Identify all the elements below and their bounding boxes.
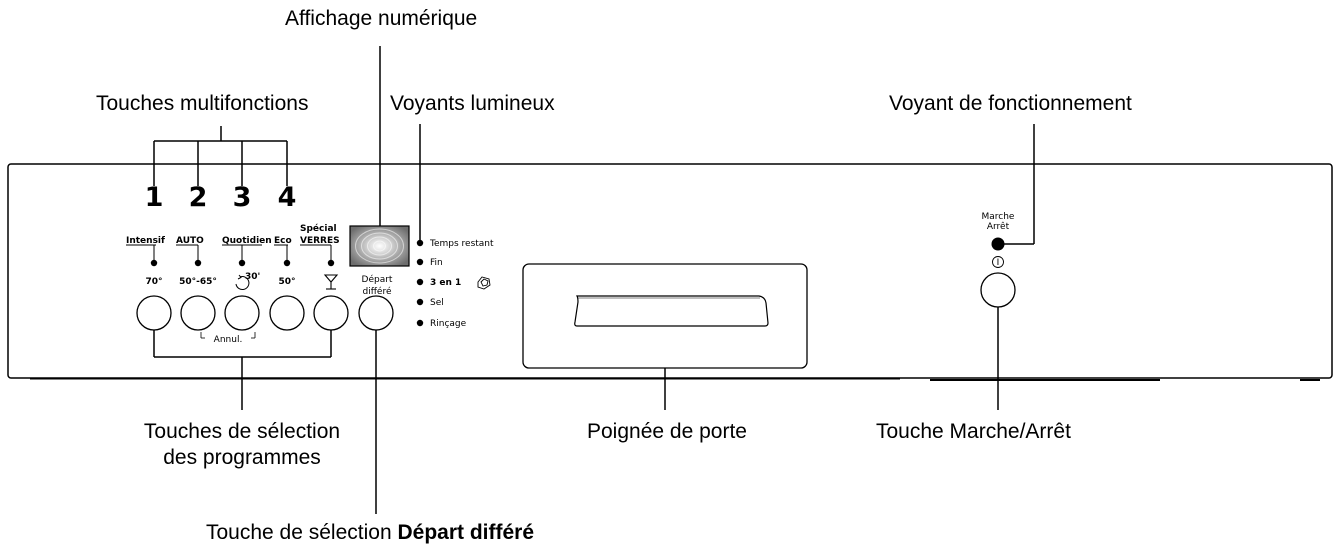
led-intensif (150, 259, 158, 267)
quick-cycle-icon (235, 274, 250, 290)
callout-multifunction-keys: Touches multifonctions (96, 92, 309, 115)
callout-delay-start-bold: Départ différé (397, 521, 534, 544)
temp-50-65: 50°-65° (179, 277, 217, 287)
callout-digital-display: Affichage numérique (285, 7, 478, 30)
program-button-verres[interactable] (313, 295, 349, 331)
program-button-2[interactable] (180, 295, 216, 331)
program-number-1: 1 (145, 182, 164, 213)
indicator-3en1 (416, 278, 424, 286)
annul-label: Annul. (214, 335, 243, 345)
indicator-label-sel: Sel (430, 298, 444, 308)
tablet-icon (477, 276, 491, 290)
depart-line-2: différé (363, 286, 392, 297)
marche-label: Marche (982, 212, 1015, 222)
indicator-rincage (416, 319, 424, 327)
callout-indicator-lights: Voyants lumineux (390, 92, 555, 115)
indicator-label-temps-restant: Temps restant (429, 239, 494, 249)
indicator-sel (416, 298, 424, 306)
glass-icon (323, 274, 339, 290)
delay-start-button[interactable] (358, 295, 394, 331)
label-quotidien: Quotidien (222, 236, 272, 246)
label-intensif: Intensif (126, 236, 165, 246)
power-symbol-ring (992, 256, 1004, 268)
arret-label: Arrêt (987, 221, 1010, 232)
program-number-4: 4 (278, 182, 297, 213)
indicator-label-3en1: 3 en 1 (430, 278, 461, 288)
temp-50: 50° (278, 277, 295, 287)
led-eco (283, 259, 291, 267)
indicator-label-fin: Fin (430, 258, 443, 268)
label-special: Spécial (300, 223, 337, 234)
program-button-3[interactable] (224, 295, 260, 331)
callout-power-indicator: Voyant de fonctionnement (889, 92, 1132, 115)
program-number-2: 2 (189, 182, 208, 213)
callout-program-selection-line2: des programmes (163, 446, 321, 469)
callout-program-selection: Touches de sélection des programmes (102, 419, 382, 471)
indicator-temps-restant (416, 239, 424, 247)
label-auto: AUTO (176, 236, 204, 246)
digital-display (349, 225, 410, 267)
power-button[interactable] (980, 272, 1016, 308)
label-eco: Eco (274, 236, 292, 246)
led-auto (194, 259, 202, 267)
time-30: 30' (245, 272, 260, 282)
program-button-4[interactable] (269, 295, 305, 331)
control-panel (7, 163, 1333, 379)
program-button-1[interactable] (136, 295, 172, 331)
callout-power-key: Touche Marche/Arrêt (876, 420, 1071, 443)
door-handle-grip (574, 295, 769, 327)
indicator-label-rincage: Rinçage (430, 319, 467, 329)
led-quotidien (238, 259, 246, 267)
power-indicator (991, 237, 1005, 251)
indicator-fin (416, 258, 424, 266)
callout-delay-start: Touche de sélection Départ différé (206, 520, 534, 546)
depart-line-1: Départ (362, 274, 393, 285)
temp-70: 70° (145, 277, 162, 287)
callout-delay-start-prefix: Touche de sélection (206, 521, 398, 544)
callout-door-handle: Poignée de porte (587, 420, 747, 443)
callout-program-selection-line1: Touches de sélection (143, 420, 341, 443)
power-symbol: I (997, 258, 1000, 268)
led-verres (327, 259, 335, 267)
label-verres: VERRES (300, 236, 340, 246)
program-number-3: 3 (233, 182, 252, 213)
